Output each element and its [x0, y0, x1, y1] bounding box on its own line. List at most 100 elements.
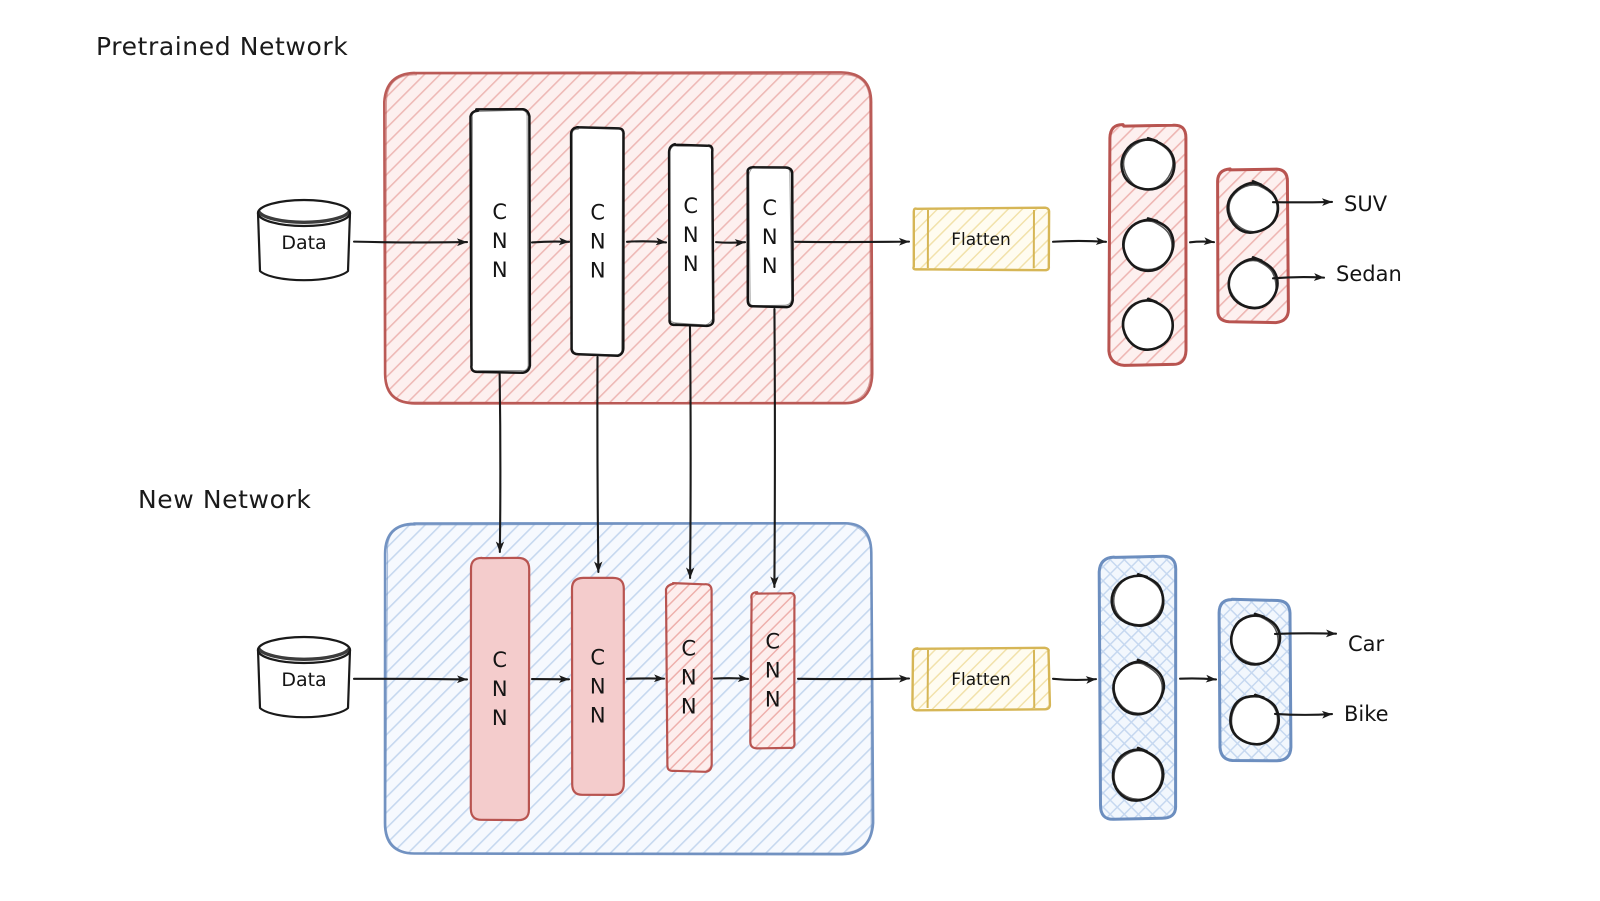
cnn-letter-n-2: N: [683, 252, 699, 276]
cnn-block-shape: [749, 591, 796, 750]
arrow-to-output-label-2: [1273, 710, 1334, 719]
flatten-block-pretrained[interactable]: Flatten: [912, 206, 1051, 272]
cnn-letter-n-2: N: [492, 258, 508, 282]
cnn-letter-n-2: N: [492, 706, 508, 730]
circle-node-icon-hidden-1-stroke2: [1112, 573, 1164, 626]
cnn-letter-n-2: N: [765, 688, 781, 712]
network-container-pretrained: [383, 71, 874, 405]
cnn-block-shape-2: [571, 127, 624, 356]
arrow-cnn4-to-flatten: [796, 674, 911, 683]
flatten-label: Flatten: [951, 670, 1010, 690]
arrow-cnn2-to-cnn3: [625, 237, 668, 246]
flatten-block-new[interactable]: Flatten: [911, 646, 1052, 712]
circle-node-icon-hidden-3-stroke2: [1113, 748, 1163, 801]
arrow-data-to-cnn1: [352, 238, 469, 247]
cnn-letter-n-1: N: [492, 677, 508, 701]
cnn-block-shape: [667, 142, 715, 328]
section-new: New NetworkDataCNNCNNCNNCNNFlattenCarBik…: [138, 485, 1389, 856]
cnn-block-shape-2: [471, 109, 529, 372]
arrow-hidden-to-output: [1178, 674, 1218, 683]
database-icon-rim: [257, 647, 351, 661]
circle-node-icon-output-2-stroke2: [1228, 258, 1277, 309]
cnn-block-pretrained-4[interactable]: CNN: [746, 165, 794, 309]
arrow-flatten-to-hidden: [1051, 676, 1098, 684]
section-title-pretrained: Pretrained Network: [96, 32, 348, 61]
network-container-outline-new: [385, 522, 872, 854]
transfer-arrow-2: [594, 355, 603, 574]
arrow-data-to-cnn1: [352, 675, 469, 684]
cnn-letter-n-1: N: [683, 223, 699, 247]
data-node-label: Data: [281, 669, 326, 691]
network-container-new: [383, 521, 875, 856]
output-layer-pretrained[interactable]: [1216, 167, 1290, 325]
cnn-letter-c-0: C: [590, 201, 605, 225]
data-node-label: Data: [281, 232, 326, 254]
circle-node-icon-output-1-stroke2: [1228, 182, 1279, 233]
cnn-letter-n-2: N: [762, 254, 778, 278]
section-pretrained: Pretrained NetworkDataCNNCNNCNNCNNFlatte…: [96, 32, 1402, 405]
output-label-sedan: Sedan: [1336, 262, 1402, 286]
cnn-letter-c-0: C: [681, 637, 696, 661]
cnn-block-new-3[interactable]: CNN: [664, 582, 713, 773]
circle-node-icon-hidden-2-stroke2: [1113, 660, 1163, 714]
flatten-shape: [911, 646, 1052, 712]
circle-node-icon-hidden-1: [1120, 136, 1176, 191]
hidden-layer-pretrained[interactable]: [1107, 123, 1188, 367]
cnn-block-shape-2: [668, 145, 714, 326]
section-title-new: New Network: [138, 485, 311, 514]
output-label-bike: Bike: [1344, 702, 1389, 726]
cnn-block-new-1[interactable]: CNN: [469, 556, 531, 822]
circle-node-icon-hidden-2-stroke2: [1123, 218, 1173, 271]
cnn-block-new-4[interactable]: CNN: [749, 591, 796, 750]
transfer-arrow-1: [495, 372, 505, 554]
cnn-block-shape: [569, 126, 625, 357]
arrow-flatten-to-hidden: [1051, 237, 1108, 246]
arrow-hidden-to-output: [1188, 237, 1216, 245]
flatten-shape: [912, 206, 1051, 272]
cnn-block-shape: [746, 165, 794, 309]
transfer-arrow-group: [495, 307, 779, 589]
circle-node-icon-hidden-1-stroke2: [1122, 137, 1174, 191]
cnn-block-pretrained-1[interactable]: CNN: [469, 107, 532, 374]
data-node-pretrained: Data: [256, 198, 352, 282]
arrow-cnn3-to-cnn4: [714, 239, 747, 247]
cnn-letter-n-1: N: [762, 225, 778, 249]
database-icon-body: [256, 211, 352, 282]
cnn-block-shape: [469, 556, 531, 822]
database-icon-rim: [257, 210, 351, 224]
cnn-letter-c-0: C: [765, 630, 780, 654]
cnn-block-shape: [469, 107, 532, 374]
output-label-suv: SUV: [1344, 192, 1388, 216]
data-node-new: Data: [256, 635, 352, 719]
circle-node-icon-hidden-3: [1111, 746, 1165, 802]
transfer-arrow-3: [685, 325, 695, 580]
database-icon-body: [256, 648, 352, 719]
arrow-cnn3-to-cnn4: [712, 674, 750, 683]
arrow-to-output-label-1: [1273, 629, 1338, 638]
cnn-letter-c-0: C: [590, 646, 605, 670]
cnn-letter-n-1: N: [681, 666, 697, 690]
cnn-letter-n-1: N: [765, 659, 781, 683]
cnn-block-shape: [664, 582, 713, 773]
circle-node-icon-output-2-stroke2: [1230, 693, 1279, 746]
cnn-block-new-2[interactable]: CNN: [570, 576, 625, 796]
cnn-letter-n-1: N: [590, 230, 606, 254]
cnn-letter-n-2: N: [590, 704, 606, 728]
network-container-outline-pretrained: [385, 73, 871, 404]
circle-node-icon-hidden-3-stroke2: [1122, 297, 1174, 351]
cnn-block-shape-2: [748, 166, 793, 307]
cnn-letter-n-2: N: [590, 259, 606, 283]
transfer-arrow-4: [770, 307, 779, 589]
cnn-letter-n-1: N: [492, 229, 508, 253]
cnn-letter-c-0: C: [762, 196, 777, 220]
cnn-letter-c-0: C: [683, 194, 698, 218]
hidden-layer-new[interactable]: [1097, 554, 1178, 821]
cnn-block-shape: [570, 576, 625, 796]
arrow-to-output-label-2: [1271, 273, 1326, 281]
flatten-label: Flatten: [951, 230, 1010, 250]
output-layer-new[interactable]: [1217, 597, 1293, 763]
cnn-block-pretrained-3[interactable]: CNN: [667, 142, 715, 328]
cnn-block-pretrained-2[interactable]: CNN: [569, 126, 625, 357]
